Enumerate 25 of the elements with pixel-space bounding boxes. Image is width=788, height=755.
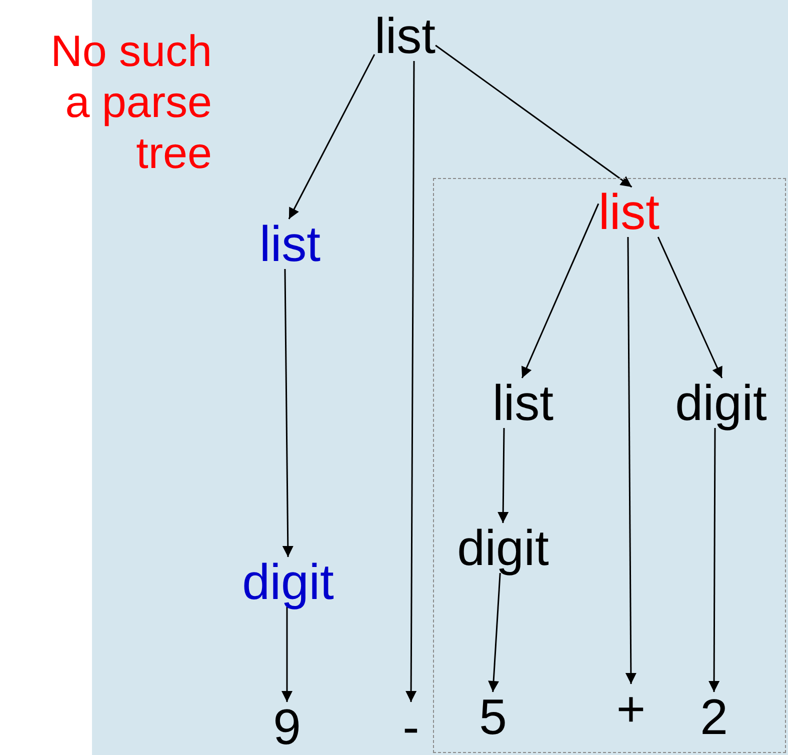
- arrow: [406, 61, 417, 702]
- subtree-frame: [433, 178, 786, 753]
- arrow: [488, 572, 501, 692]
- arrow: [708, 428, 720, 692]
- tree-symbol: digit: [242, 557, 334, 607]
- note-text: No such a parse tree: [50, 26, 212, 180]
- arrow: [498, 428, 509, 523]
- arrow: [435, 44, 632, 188]
- tree-symbol: 5: [479, 692, 507, 742]
- arrow: [282, 269, 294, 557]
- arrow: [625, 237, 636, 684]
- tree-symbol: 2: [700, 692, 728, 742]
- arrow: [288, 54, 376, 220]
- tree-symbol: 9: [273, 702, 301, 752]
- tree-symbol: list: [259, 219, 321, 269]
- arrow: [521, 203, 600, 378]
- tree-symbol: digit: [675, 378, 767, 428]
- tree-symbol: list: [598, 187, 660, 237]
- tree-symbol: -: [402, 702, 420, 752]
- tree-symbol: digit: [457, 523, 549, 573]
- arrow: [657, 236, 723, 378]
- tree-symbol: +: [616, 684, 646, 734]
- tree-symbol: list: [374, 11, 436, 61]
- arrow: [282, 607, 292, 702]
- tree-symbol: list: [492, 378, 554, 428]
